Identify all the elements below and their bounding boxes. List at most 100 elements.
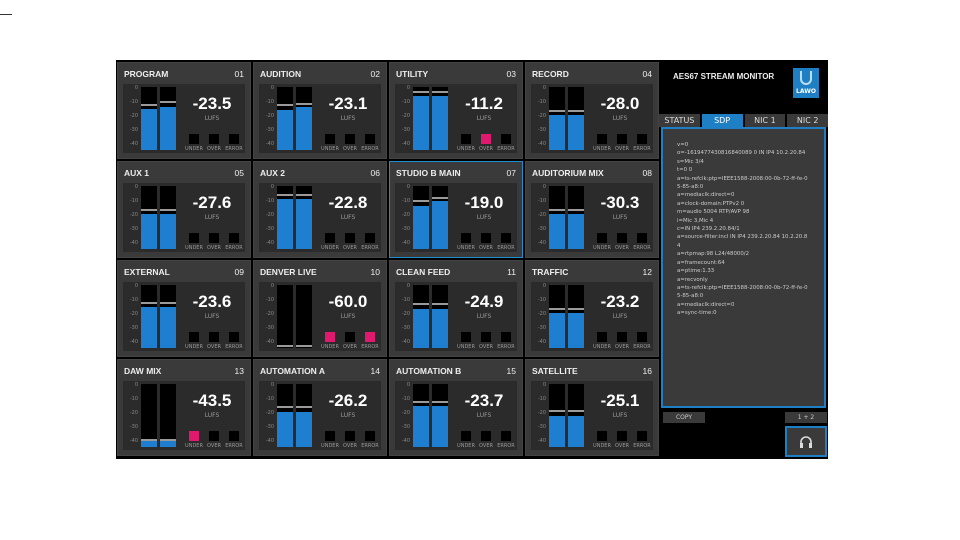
copy-button[interactable]: COPY — [663, 412, 705, 423]
peak-hold — [549, 308, 565, 311]
indicator-label: ERROR — [225, 344, 243, 350]
sdp-text[interactable]: v=0 o=-1619477430816840089 0 IN IP4 10.2… — [661, 127, 826, 408]
peak-hold — [277, 405, 293, 408]
scale-label: 0 — [406, 382, 410, 388]
scale-label: -40 — [537, 339, 546, 345]
peak-hold — [277, 194, 293, 197]
scale-label: -30 — [265, 226, 274, 232]
peak-hold — [160, 209, 176, 212]
stream-name: AUDITION — [260, 69, 302, 79]
indicator-label: OVER — [343, 344, 357, 350]
tab-sdp[interactable]: SDP — [701, 114, 743, 127]
meter-fill — [160, 107, 176, 150]
scale-label: -40 — [265, 438, 274, 444]
scale-label: -20 — [129, 311, 138, 317]
indicator-label: OVER — [343, 245, 357, 251]
meter-fill — [296, 411, 312, 447]
level-meter — [568, 87, 584, 150]
peak-hold — [549, 209, 565, 212]
scale-label: -40 — [537, 141, 546, 147]
level-meter — [296, 87, 312, 150]
loudness-value: -23.6 — [192, 292, 232, 311]
scale-label: -10 — [537, 297, 546, 303]
indicator-under — [461, 134, 471, 144]
scale-label: -20 — [537, 113, 546, 119]
scale-label: -10 — [537, 99, 546, 105]
tab-nic-1[interactable]: NIC 1 — [744, 114, 786, 127]
indicator-label: UNDER — [185, 443, 203, 449]
scale-label: -30 — [537, 424, 546, 430]
scale-label: -40 — [401, 240, 410, 246]
indicator-under — [189, 431, 199, 441]
indicator-over — [209, 233, 219, 243]
indicator-under — [597, 332, 607, 342]
peak-hold — [568, 209, 584, 212]
peak-hold — [568, 110, 584, 113]
channel-select-button[interactable]: 1 + 2 — [785, 412, 827, 423]
indicator-error — [637, 233, 647, 243]
scale-label: -20 — [265, 212, 274, 218]
meter-scale: 0-10-20-30-40 — [396, 283, 411, 350]
stream-name: AUTOMATION B — [396, 366, 462, 376]
stream-name: STUDIO B MAIN — [396, 168, 461, 178]
scale-label: -30 — [265, 325, 274, 331]
level-meter — [432, 186, 448, 249]
peak-hold — [549, 409, 565, 412]
scale-label: -30 — [537, 127, 546, 133]
level-meter — [549, 87, 565, 150]
loudness-unit: LUFS — [476, 214, 492, 221]
indicator-label: ERROR — [225, 443, 243, 449]
loudness-value: -24.9 — [464, 292, 504, 311]
meter-fill — [277, 198, 293, 249]
meter-scale: 0-10-20-30-40 — [260, 85, 275, 152]
meter-scale: 0-10-20-30-40 — [396, 184, 411, 251]
scale-label: -30 — [265, 127, 274, 133]
meter-fill — [141, 109, 157, 150]
level-meter — [160, 87, 176, 150]
headphone-button[interactable] — [785, 426, 827, 457]
loudness-unit: LUFS — [340, 313, 356, 320]
peak-hold — [432, 91, 448, 94]
level-meter — [277, 285, 293, 348]
scale-label: -30 — [129, 325, 138, 331]
level-meter — [413, 384, 429, 447]
meter-fill — [432, 95, 448, 150]
level-meter — [549, 285, 565, 348]
indicator-error — [229, 431, 239, 441]
peak-hold — [568, 308, 584, 311]
indicator-label: UNDER — [321, 146, 339, 152]
level-meter — [432, 285, 448, 348]
lawo-logo: LAWO — [793, 68, 819, 98]
peak-hold — [277, 344, 293, 347]
level-meter — [413, 285, 429, 348]
scale-label: 0 — [270, 283, 274, 289]
loudness-unit: LUFS — [204, 115, 220, 122]
tab-nic-2[interactable]: NIC 2 — [787, 114, 828, 127]
indicator-label: OVER — [207, 245, 221, 251]
tab-status[interactable]: STATUS — [659, 114, 700, 127]
stream-name: CLEAN FEED — [396, 267, 451, 277]
indicator-error — [365, 431, 375, 441]
indicator-label: OVER — [207, 344, 221, 350]
indicator-over — [209, 431, 219, 441]
meter-fill — [568, 415, 584, 447]
